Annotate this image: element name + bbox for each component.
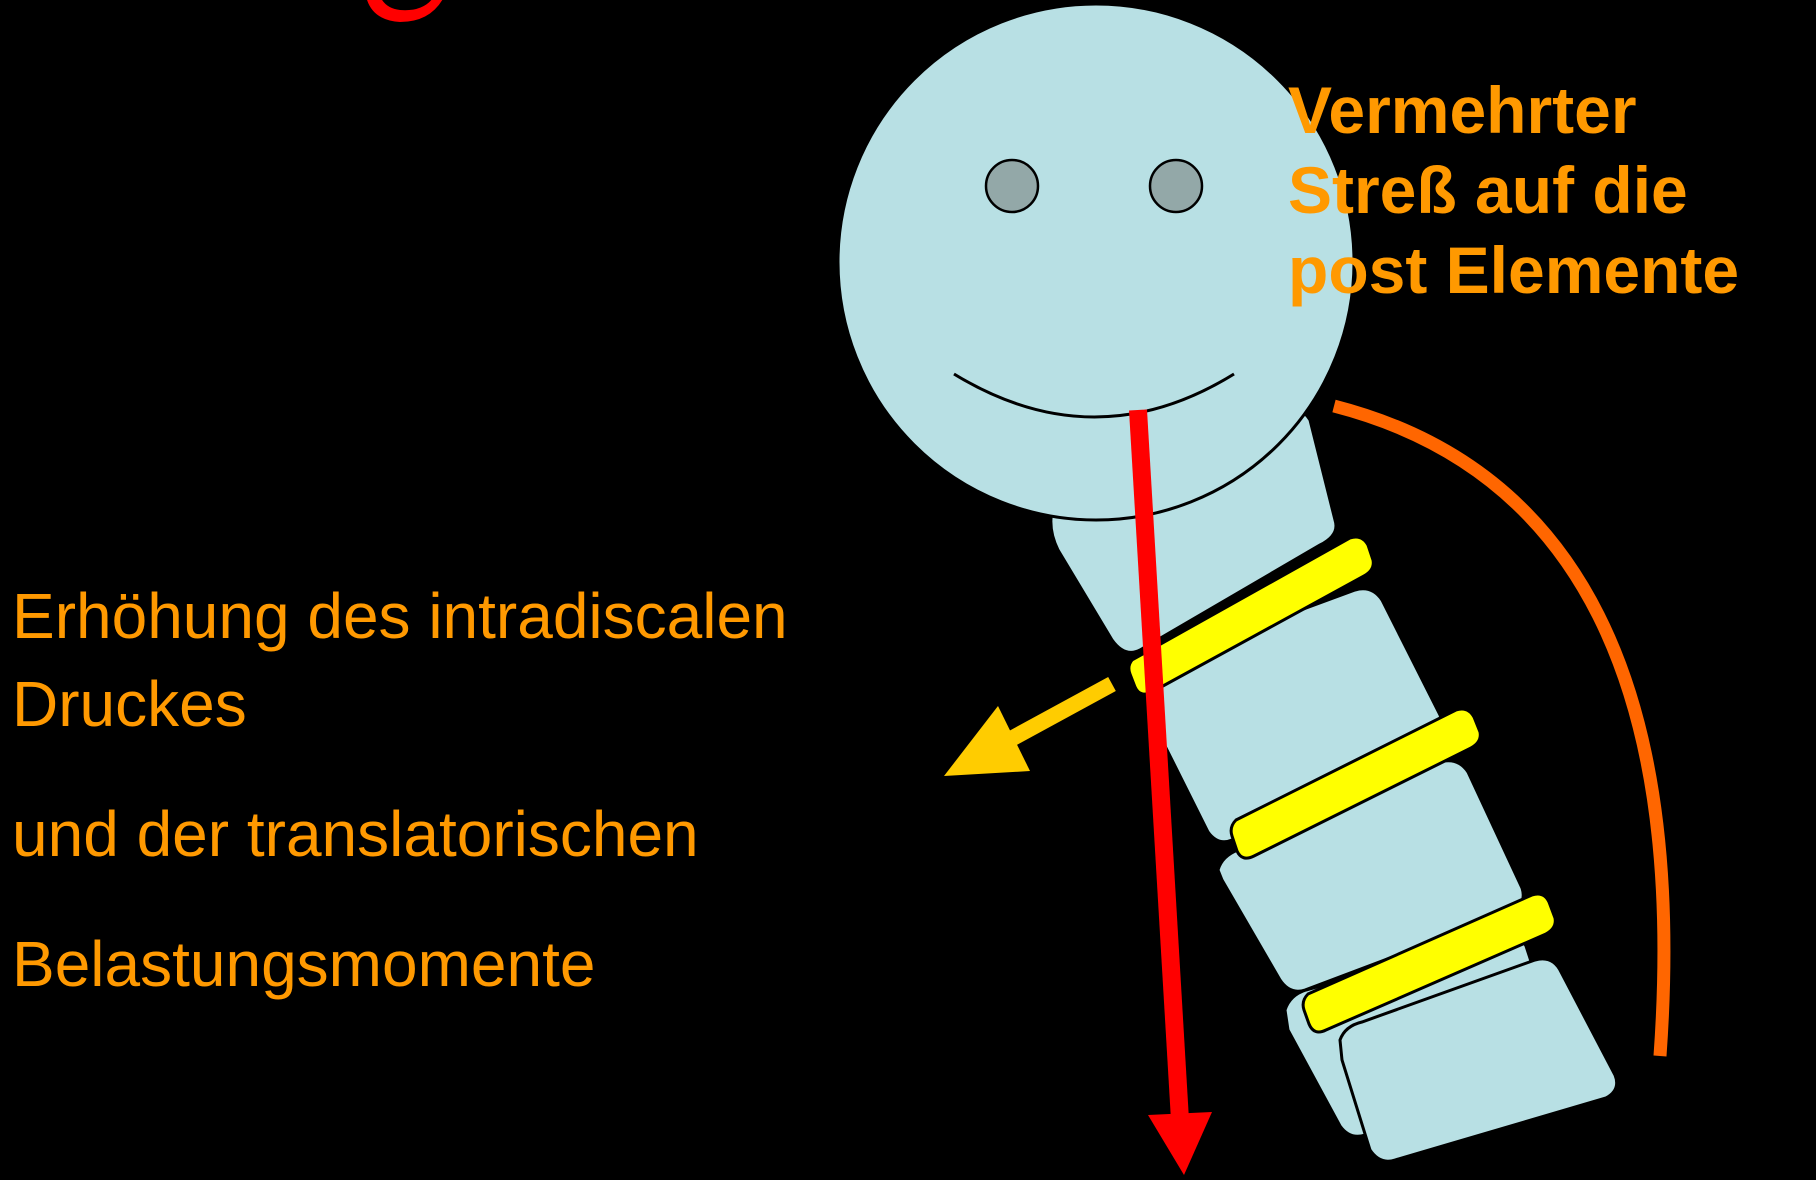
stress-label-line-1: Vermehrter — [1288, 70, 1739, 150]
intradiscal-pressure-text: Erhöhung des intradiscalen — [12, 572, 788, 660]
translatory-text: und der translatorischen — [12, 790, 699, 878]
smiley-head — [838, 4, 1354, 520]
stress-label-line-2: Streß auf die — [1288, 150, 1739, 230]
translation-arrow-shaft — [1000, 684, 1112, 745]
title-fragment — [365, 0, 445, 22]
head-circle — [838, 4, 1354, 520]
load-moments-text: Belastungsmomente — [12, 920, 595, 1008]
stress-label: Vermehrter Streß auf die post Elemente — [1288, 70, 1739, 310]
load-arrow-head — [1148, 1112, 1212, 1175]
stress-label-line-3: post Elemente — [1288, 230, 1739, 310]
left-eye — [986, 160, 1038, 212]
druckes-text: Druckes — [12, 660, 247, 748]
translation-arrow — [944, 684, 1112, 776]
right-eye — [1150, 160, 1202, 212]
